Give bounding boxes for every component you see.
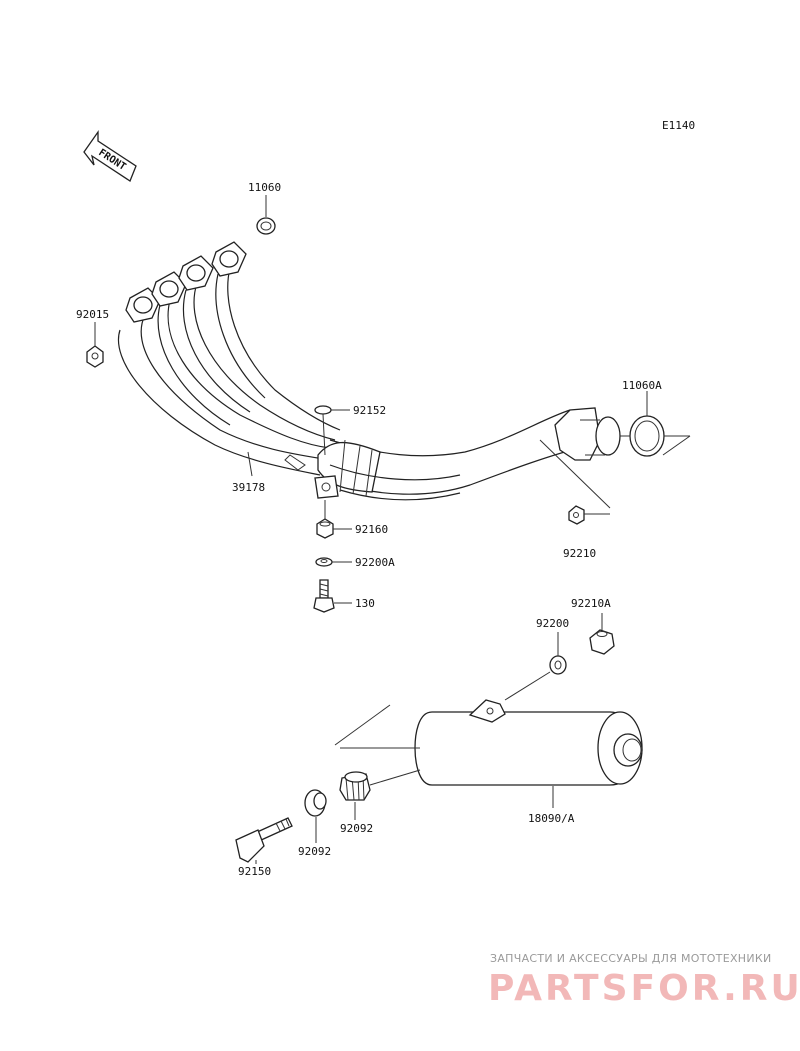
part-130-label: 130	[355, 597, 375, 610]
part-92150-label: 92150	[238, 865, 271, 878]
flange-3	[178, 255, 214, 291]
nut-92210A: 92210A	[571, 597, 615, 655]
exhaust-header-pipes	[118, 267, 621, 501]
part-11060-label: 11060	[248, 181, 281, 194]
part-11060A-label: 11060A	[622, 379, 662, 392]
grommet-92092-b: 92092	[298, 789, 331, 858]
watermark: ЗАПЧАСТИ И АКСЕССУАРЫ ДЛЯ МОТОТЕХНИКИ PA…	[488, 952, 800, 1009]
part-92015-label: 92015	[76, 308, 109, 321]
diagram-code: E1140	[662, 119, 695, 132]
part-92200-label: 92200	[536, 617, 569, 630]
part-92152: 92152	[314, 404, 386, 456]
part-92092a-label: 92092	[340, 822, 373, 835]
muffler: 18090/A	[334, 671, 643, 825]
nut-92160: 92160	[316, 500, 388, 539]
part-92200A-label: 92200A	[355, 556, 395, 569]
part-18090A-label: 18090/A	[528, 812, 575, 825]
part-39178-label: 39178	[232, 481, 265, 494]
front-arrow-icon: FRONT	[83, 129, 137, 182]
part-92092b-label: 92092	[298, 845, 331, 858]
nut-92015: 92015	[76, 308, 109, 368]
watermark-logo: PARTSFOR.RU	[488, 968, 800, 1009]
exhaust-port-flanges	[125, 241, 247, 323]
part-92210-label: 92210	[563, 547, 596, 560]
part-39178: 39178	[232, 451, 265, 494]
bolt-130: 130	[313, 579, 375, 613]
clamp-bracket	[314, 475, 339, 499]
part-92210A-label: 92210A	[571, 597, 611, 610]
grommet-92092-a: 92092	[339, 771, 373, 835]
part-92152-label: 92152	[353, 404, 386, 417]
part-92160-label: 92160	[355, 523, 388, 536]
nut-92210: 92210	[539, 439, 611, 560]
bolt-92150: 92150	[235, 817, 293, 878]
flange-4	[211, 241, 247, 277]
gasket-11060A: 11060A	[620, 379, 691, 457]
flange-1	[125, 287, 161, 323]
gasket-11060: 11060	[248, 181, 281, 235]
flange-2	[151, 271, 187, 307]
watermark-tagline: ЗАПЧАСТИ И АКСЕССУАРЫ ДЛЯ МОТОТЕХНИКИ	[490, 952, 772, 965]
washer-92200: 92200	[536, 617, 569, 675]
washer-92200A: 92200A	[315, 556, 395, 569]
